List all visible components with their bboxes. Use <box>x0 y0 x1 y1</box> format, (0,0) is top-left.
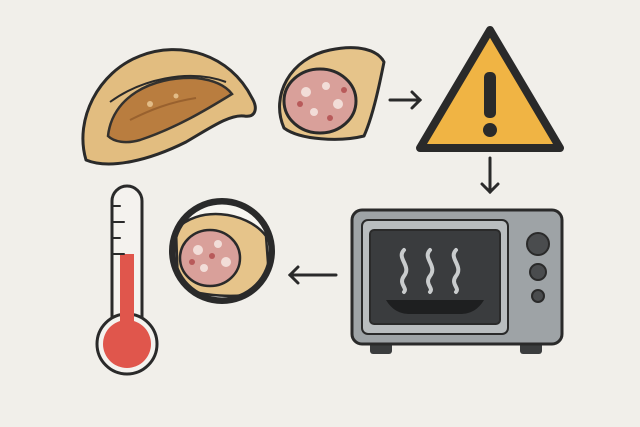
arrow-left <box>287 265 338 285</box>
warning-icon <box>416 26 564 152</box>
whole-dumpling-icon <box>81 48 257 166</box>
magnified-dumpling-icon <box>169 198 275 304</box>
arrow-down <box>480 156 500 195</box>
cut-dumpling-icon <box>278 46 386 141</box>
thermometer-icon <box>95 184 159 376</box>
microwave-icon <box>350 208 564 354</box>
arrow-right <box>388 90 423 110</box>
